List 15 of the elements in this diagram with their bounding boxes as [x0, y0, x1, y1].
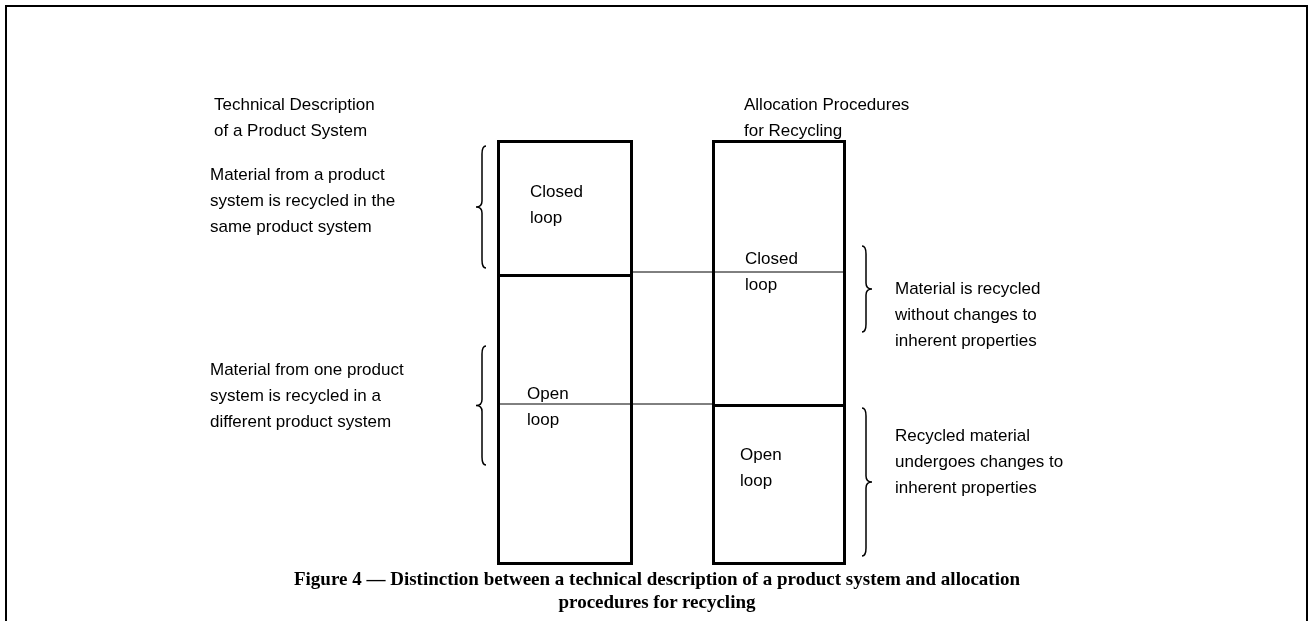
column-heading: Allocation Procedures for Recycling	[744, 94, 911, 142]
description-text: Material is recycled without changes to inherent properties	[895, 278, 1042, 352]
connector-line	[632, 271, 713, 273]
section-label: Open loop	[740, 444, 783, 492]
description-text: Material from a product system is recycled in the same product system	[210, 164, 397, 238]
figure-caption: Figure 4 — Distinction between a technical description of a product system and allocation procedures for recycling	[293, 567, 1021, 613]
description-text: Material from one product system is recycled in a different product system	[210, 359, 405, 433]
column-box	[497, 140, 633, 565]
description-text: Recycled material undergoes changes to inherent properties	[895, 425, 1065, 499]
column-box	[712, 140, 846, 565]
section-label: Closed loop	[745, 248, 799, 296]
connector-line	[632, 403, 713, 405]
section-label: Open loop	[527, 383, 570, 431]
column-heading: Technical Description of a Product System	[214, 94, 376, 142]
section-label: Closed loop	[530, 181, 584, 229]
